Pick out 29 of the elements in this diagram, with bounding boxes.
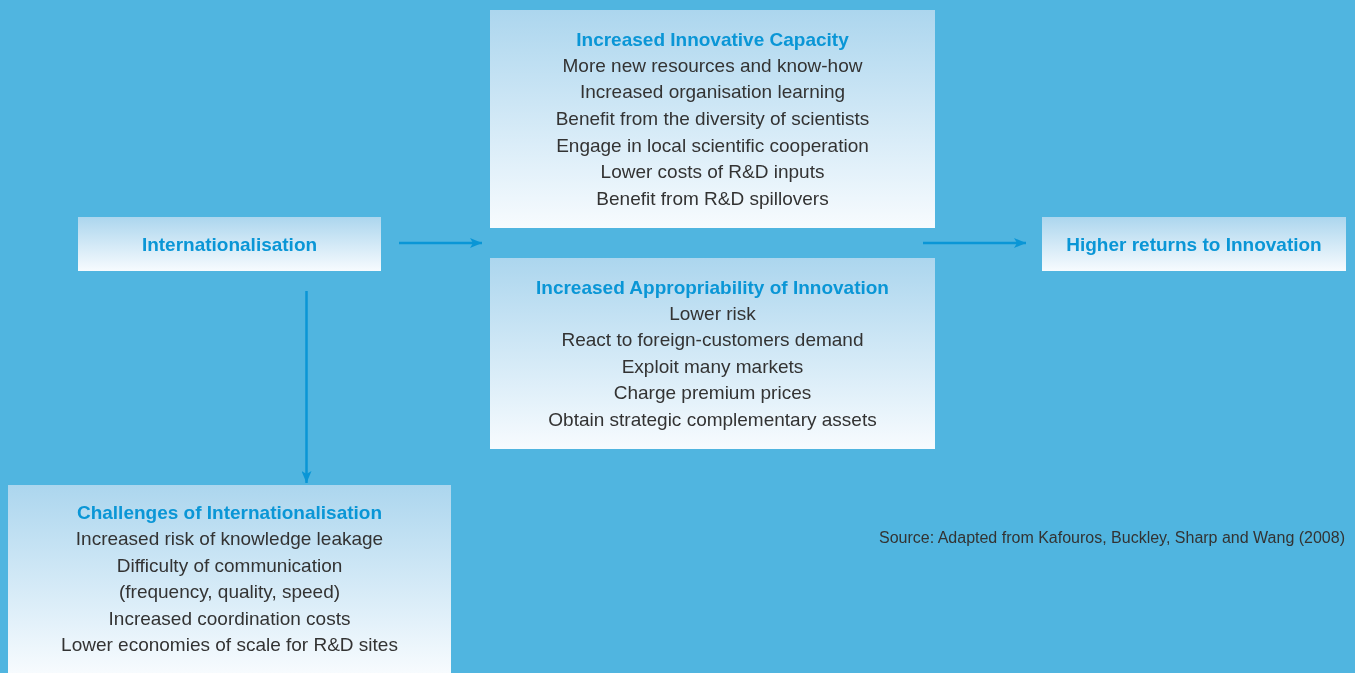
list-item: Benefit from R&D spillovers [596, 186, 829, 211]
list-item: Engage in local scientific cooperation [556, 133, 869, 158]
box-heading: Higher returns to Innovation [1066, 232, 1322, 257]
list-item: Charge premium prices [613, 381, 812, 406]
list-item: Obtain strategic complementary assets [548, 407, 877, 432]
list-item: Lower costs of R&D inputs [600, 160, 825, 185]
arrow [399, 238, 482, 248]
box-heading: Internationalisation [141, 232, 318, 257]
text-box [78, 217, 381, 271]
arrow [923, 238, 1026, 248]
list-item: Lower economies of scale for R&D sites [61, 633, 398, 658]
text-box [490, 10, 935, 228]
list-item: React to foreign-customers demand [561, 328, 864, 353]
list-item: More new resources and know-how [562, 53, 863, 78]
list-item: Increased coordination costs [108, 606, 351, 631]
list-item: Lower risk [669, 301, 756, 326]
arrow [301, 291, 312, 483]
box-heading: Increased Appropriability of Innovation [536, 275, 889, 300]
text-box [1042, 217, 1346, 271]
list-item: Exploit many markets [621, 354, 804, 379]
text-box [8, 485, 451, 673]
list-item: Difficulty of communication (frequency, quality, speed) [115, 553, 344, 605]
text-box [490, 258, 935, 449]
list-item: Benefit from the diversity of scientists [555, 106, 870, 131]
source-note: Source: Adapted from Kafouros, Buckley, Sharp and Wang (2008) [878, 528, 1345, 548]
list-item: Increased risk of knowledge leakage [75, 527, 384, 551]
list-item: Increased organisation learning [579, 80, 846, 105]
box-heading: Challenges of Internationalisation [76, 501, 383, 525]
box-heading: Increased Innovative Capacity [576, 27, 849, 52]
